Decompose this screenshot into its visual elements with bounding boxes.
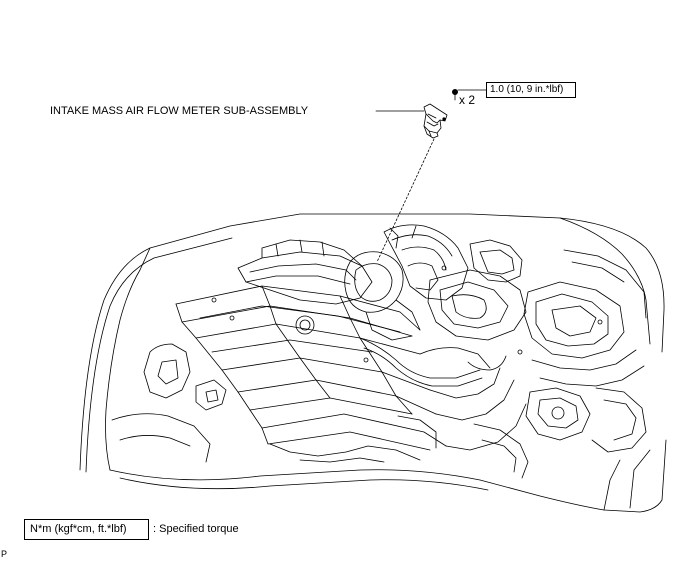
installation-dashed-line: [376, 138, 435, 263]
legend-description: : Specified torque: [153, 523, 239, 535]
legend-unit-box: N*m (kgf*cm, ft.*lbf): [24, 519, 149, 540]
corner-mark: P: [1, 549, 8, 559]
bolt-icon: [451, 89, 458, 101]
air-flow-meter-icon: [423, 103, 448, 139]
torque-value-box: 1.0 (10, 9 in.*lbf): [486, 82, 576, 98]
quantity-label: x 2: [459, 93, 476, 107]
engine-bay-illustration: [79, 213, 667, 513]
part-label: INTAKE MASS AIR FLOW METER SUB-ASSEMBLY: [50, 105, 309, 117]
